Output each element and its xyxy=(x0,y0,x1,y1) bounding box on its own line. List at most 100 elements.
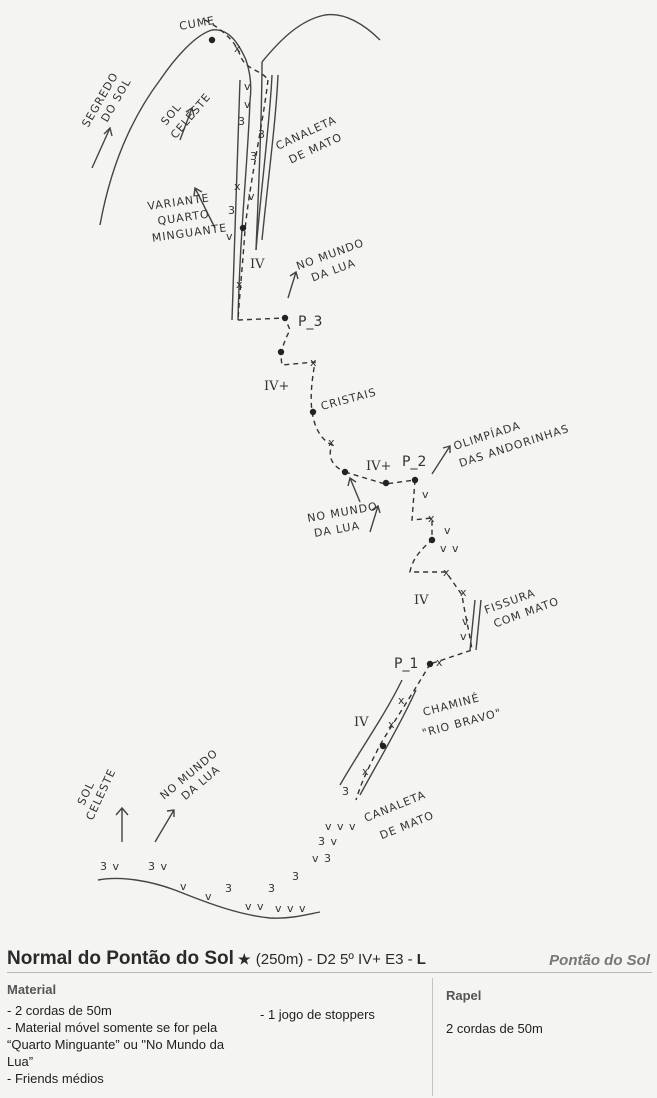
label-sol-celeste-top: SOL CELESTE xyxy=(158,91,213,142)
x-mark: x xyxy=(428,512,436,525)
arrow-no-mundo-da-lua-top xyxy=(287,270,299,299)
route-info-panel: Normal do Pontão do Sol★ (250m) - D2 5º … xyxy=(0,940,657,1098)
chimney-left xyxy=(339,679,403,786)
x-mark: x xyxy=(443,566,451,579)
route-line-p1 xyxy=(355,663,431,801)
route-spec-level: L xyxy=(416,951,426,968)
grade-pitch-1: IV xyxy=(354,715,369,730)
pitch-marker-p3: P_3 xyxy=(298,314,322,330)
canaleta-line-right xyxy=(261,74,279,241)
vegetation-mark: v xyxy=(180,880,188,893)
material-item: - Friends médios xyxy=(7,1071,104,1086)
x-mark: x xyxy=(398,694,406,707)
bolt xyxy=(428,536,436,544)
right-peak-face xyxy=(255,61,263,251)
route-name: Normal do Pontão do Sol xyxy=(7,948,234,969)
label-canaleta-de-mato-top: CANALETA DE MATO xyxy=(274,113,345,166)
bolt xyxy=(277,348,285,356)
direction-arrows xyxy=(91,106,451,843)
vegetation-mark: v xyxy=(244,80,252,93)
x-mark: x xyxy=(328,436,336,449)
fissure-line-2 xyxy=(475,599,482,651)
vegetation-mark: v xyxy=(460,630,468,643)
label-no-mundo-da-lua-bottom: NO MUNDO DA LUA xyxy=(158,747,223,803)
vegetation-mark: 3 xyxy=(238,115,246,128)
x-mark: x xyxy=(362,765,370,778)
vegetation-mark: v 3 xyxy=(312,852,332,865)
vegetation-mark: v xyxy=(444,524,452,537)
vegetation-mark: 3 xyxy=(342,785,350,798)
vegetation-mark: v xyxy=(422,488,430,501)
label-canaleta-de-mato-bottom: CANALETA DE MATO xyxy=(362,788,436,842)
arrow-sol-celeste-top xyxy=(179,106,195,141)
bolt xyxy=(341,468,349,476)
label-cume: CUME xyxy=(178,14,216,33)
vegetation-mark: v v xyxy=(440,542,460,555)
material-list-col1: - 2 cordas de 50m - Material móvel somen… xyxy=(7,1002,247,1087)
arrow-variante xyxy=(193,186,216,229)
bolt xyxy=(208,36,216,44)
material-item: - Material móvel somente se for pela “Qu… xyxy=(7,1020,225,1069)
vegetation-mark: 3 xyxy=(268,882,276,895)
vegetation-mark: 3 xyxy=(250,150,258,163)
vegetation-mark: 3 xyxy=(228,204,236,217)
route-topo-diagram: x x x x x x x x x x x x v v 3 3 3 v 3 v … xyxy=(75,13,571,919)
vegetation-marks: v v 3 3 3 v 3 v v v v v v v 3 v v v 3 v … xyxy=(100,80,470,915)
vegetation-mark: v v v xyxy=(325,820,357,833)
summit-rock-right-edge xyxy=(237,99,251,321)
bolt xyxy=(382,479,390,487)
x-mark: x xyxy=(234,180,242,193)
bolt xyxy=(281,314,289,322)
label-cristais: CRISTAIS xyxy=(319,386,378,413)
title-row: Normal do Pontão do Sol★ (250m) - D2 5º … xyxy=(7,946,652,973)
bolt xyxy=(379,742,387,750)
grade-pitch-2: IV+ xyxy=(366,459,391,474)
arrow-olimpiada xyxy=(431,445,451,475)
x-mark: x xyxy=(310,356,318,369)
vegetation-mark: v v v xyxy=(275,902,307,915)
area-name: Pontão do Sol xyxy=(549,952,650,969)
vegetation-mark: v xyxy=(244,98,252,111)
material-item: - 2 cordas de 50m xyxy=(7,1003,112,1018)
arrow-no-mundo-da-lua-mid xyxy=(347,476,361,503)
canaleta-line-left xyxy=(255,74,273,251)
vegetation-mark: 3 xyxy=(258,128,266,141)
right-peak-outline xyxy=(261,13,381,63)
vegetation-mark: 3 v xyxy=(148,860,168,873)
bolt xyxy=(309,408,317,416)
route-line-upper xyxy=(237,79,269,321)
bolts xyxy=(208,36,436,750)
vegetation-mark: v xyxy=(462,615,470,628)
vegetation-mark: 3 xyxy=(225,882,233,895)
route-line-p2 xyxy=(344,471,473,665)
vegetation-mark: v v xyxy=(245,900,265,913)
material-list-col2: - 1 jogo de stoppers xyxy=(260,1006,428,1023)
material-heading: Material xyxy=(7,982,57,997)
vegetation-mark: 3 xyxy=(292,870,300,883)
label-variante-quarto-minguante: VARIANTE QUARTO MINGUANTE xyxy=(147,191,228,244)
arrow-no-mundo-da-lua-mid-2 xyxy=(369,504,381,533)
vegetation-mark: v xyxy=(226,230,234,243)
arrow-sol-celeste-bottom xyxy=(115,806,129,842)
vegetation-mark: 3 v xyxy=(318,835,338,848)
vegetation-mark: v xyxy=(248,190,256,203)
label-olimpiada-das-andorinhas: OLIMPÍADA DAS ANDORINHAS xyxy=(452,419,571,470)
ground-line xyxy=(97,877,321,919)
label-sol-celeste-bottom: SOL CELESTE xyxy=(75,767,119,823)
label-chamine-rio-bravo: CHAMINÉ "RIO BRAVO" xyxy=(421,691,503,740)
label-segredo-do-sol: SEGREDO DO SOL xyxy=(79,70,134,129)
x-marks: x x x x x x x x x x x x xyxy=(234,42,468,778)
label-no-mundo-da-lua-mid: NO MUNDO DA LUA xyxy=(306,500,378,540)
route-title: Normal do Pontão do Sol★ (250m) - D2 5º … xyxy=(7,948,426,970)
bolt xyxy=(426,660,434,668)
x-mark: x xyxy=(460,586,468,599)
column-divider xyxy=(432,978,433,1096)
bolt xyxy=(239,224,247,232)
x-mark: x xyxy=(234,42,242,55)
arrow-no-mundo-da-lua-bottom xyxy=(154,809,175,843)
arrow-segredo-do-sol xyxy=(91,126,113,169)
pitch-marker-p1: P_1 xyxy=(394,656,418,672)
x-mark: x xyxy=(236,278,244,291)
route-spec-prefix: (250m) - D2 5º IV+ E3 - xyxy=(255,951,413,968)
grade-pitch-2b: IV xyxy=(414,593,429,608)
